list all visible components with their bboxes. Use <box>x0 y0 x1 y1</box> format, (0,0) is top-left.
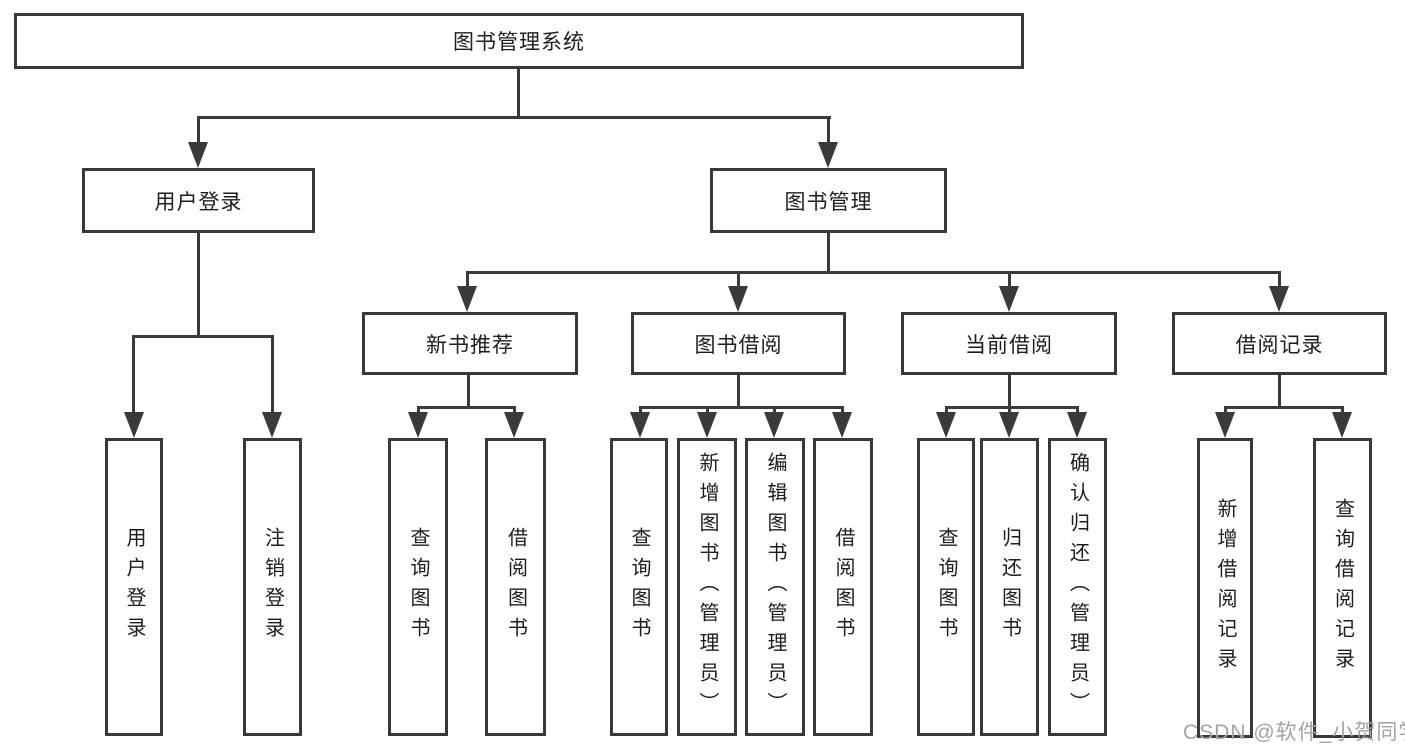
leaf-edit-book-admin-label: 编辑图书（管理员） <box>764 452 786 722</box>
leaf-add-borrow-record-label: 新增借阅记录 <box>1214 498 1236 678</box>
arrow-down-icon <box>832 412 852 438</box>
connector-line <box>271 335 274 417</box>
leaf-user-login: 用户登录 <box>105 438 163 736</box>
node-borrow-record-label: 借阅记录 <box>1235 333 1324 357</box>
arrow-down-icon <box>457 286 477 312</box>
connector-line <box>1008 271 1011 291</box>
connector-line <box>1278 375 1281 409</box>
connector-line <box>1008 375 1011 409</box>
connector-line <box>827 232 830 274</box>
connector-line <box>466 271 1281 274</box>
arrow-down-icon <box>728 286 748 312</box>
connector-line <box>467 375 470 409</box>
node-current-borrow: 当前借阅 <box>901 312 1117 375</box>
connector-line <box>827 116 830 146</box>
leaf-borrow-book-label: 借阅图书 <box>832 527 854 647</box>
arrow-down-icon <box>697 412 717 438</box>
node-root-label: 图书管理系统 <box>453 31 585 54</box>
leaf-add-book-admin: 新增图书（管理员） <box>677 438 737 736</box>
arrow-down-icon <box>764 412 784 438</box>
arrow-down-icon <box>408 412 428 438</box>
leaf-query-book-under-current: 查询图书 <box>917 438 975 736</box>
leaf-query-borrow-record-label: 查询借阅记录 <box>1331 498 1354 678</box>
connector-line <box>132 335 135 417</box>
connector-line <box>945 406 1079 409</box>
leaf-return-book-label: 归还图书 <box>998 527 1021 647</box>
connector-line <box>1224 406 1344 409</box>
connector-line <box>132 335 274 338</box>
leaf-confirm-return-admin-label: 确认归还（管理员） <box>1066 452 1089 722</box>
node-book-management-label: 图书管理 <box>784 190 873 214</box>
connector-line <box>737 271 740 291</box>
arrow-down-icon <box>124 412 144 438</box>
node-borrow-record: 借阅记录 <box>1172 312 1387 375</box>
leaf-confirm-return-admin: 确认归还（管理员） <box>1048 438 1107 736</box>
arrow-down-icon <box>1332 412 1352 438</box>
arrow-down-icon <box>504 412 524 438</box>
leaf-edit-book-admin: 编辑图书（管理员） <box>745 438 805 736</box>
connector-line <box>197 232 200 338</box>
connector-line <box>639 406 844 409</box>
leaf-logout: 注销登录 <box>243 438 302 736</box>
node-book-management: 图书管理 <box>710 168 947 233</box>
arrow-down-icon <box>1269 286 1289 312</box>
node-user-login-label: 用户登录 <box>154 190 243 214</box>
arrow-down-icon <box>1215 412 1235 438</box>
node-new-book-recommend-label: 新书推荐 <box>426 333 514 357</box>
node-root: 图书管理系统 <box>14 13 1024 69</box>
leaf-query-book-label: 查询图书 <box>628 527 650 647</box>
node-current-borrow-label: 当前借阅 <box>965 333 1053 357</box>
leaf-logout-label: 注销登录 <box>261 527 284 647</box>
node-book-borrow-label: 图书借阅 <box>694 333 783 357</box>
leaf-borrow-book-under-borrow: 借阅图书 <box>813 438 873 736</box>
leaf-query-book-label: 查询图书 <box>407 527 429 647</box>
leaf-add-borrow-record: 新增借阅记录 <box>1197 438 1253 738</box>
leaf-add-book-admin-label: 新增图书（管理员） <box>696 452 718 722</box>
node-user-login: 用户登录 <box>82 168 315 233</box>
leaf-query-book-label: 查询图书 <box>935 527 957 647</box>
connector-line <box>517 69 520 119</box>
arrow-down-icon <box>188 142 208 168</box>
node-book-borrow: 图书借阅 <box>631 312 846 375</box>
arrow-down-icon <box>262 412 282 438</box>
leaf-query-book-under-recommend: 查询图书 <box>388 438 448 736</box>
arrow-down-icon <box>1067 412 1087 438</box>
arrow-down-icon <box>999 286 1019 312</box>
leaf-user-login-label: 用户登录 <box>123 527 145 647</box>
connector-line <box>197 116 200 146</box>
arrow-down-icon <box>818 142 838 168</box>
node-new-book-recommend: 新书推荐 <box>362 312 578 375</box>
connector-line <box>417 406 516 409</box>
arrow-down-icon <box>630 412 650 438</box>
leaf-borrow-book-under-recommend: 借阅图书 <box>485 438 546 736</box>
connector-line <box>737 375 740 409</box>
csdn-watermark: CSDN @软件_小贺同学 <box>1183 721 1405 744</box>
leaf-return-book: 归还图书 <box>980 438 1039 736</box>
connector-line <box>1278 271 1281 291</box>
connector-line <box>197 116 831 119</box>
leaf-query-book-under-borrow: 查询图书 <box>610 438 668 736</box>
arrow-down-icon <box>936 412 956 438</box>
leaf-borrow-book-label: 借阅图书 <box>504 527 527 647</box>
connector-line <box>466 271 469 291</box>
leaf-query-borrow-record: 查询借阅记录 <box>1313 438 1372 738</box>
arrow-down-icon <box>999 412 1019 438</box>
